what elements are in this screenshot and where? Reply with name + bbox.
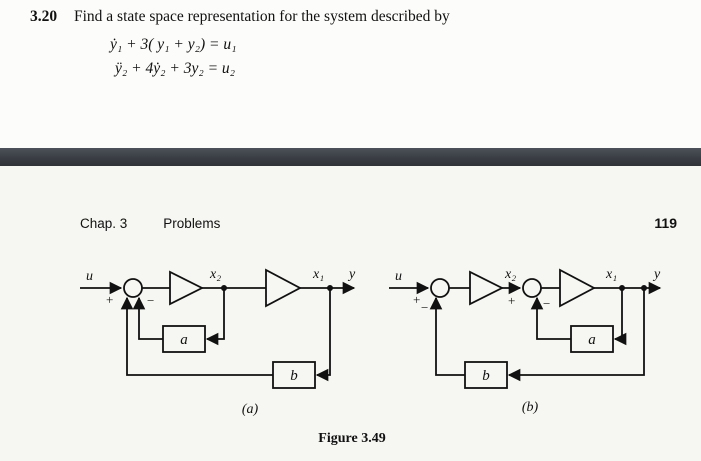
x1-label-a: x₁ — [312, 267, 324, 282]
diagram-a: u + − x₂ x₁ y a b (a) — [80, 267, 356, 417]
x2-label-a: x₂ — [209, 267, 221, 282]
integrator-2-b — [559, 268, 596, 308]
equations: ẏ₁ + 3( y₁ + y₂) = u₁ ÿ₂ + 4ẏ₂ + 3y₂ = u… — [110, 33, 237, 81]
gain-a-label-b: a — [588, 332, 596, 348]
x1-label-b: x₁ — [605, 267, 617, 282]
summing-junction-a — [123, 278, 143, 298]
feedback-a-output-wire-a — [132, 296, 163, 340]
page-body — [0, 166, 701, 461]
gain-b-label-a: b — [290, 368, 298, 384]
feedback-b-output-wire-b — [429, 296, 465, 376]
figure-area: u + − x₂ x₁ y a b (a) u + − x₂ — [0, 250, 701, 460]
gain-a-label-a: a — [180, 332, 188, 348]
equation-2: ÿ₂ + 4ẏ₂ + 3y₂ = u₂ — [115, 60, 236, 77]
section-divider-bar — [0, 148, 701, 166]
problem-row: 3.20 Find a state space representation fo… — [30, 8, 450, 26]
summing-junction-2-b — [522, 278, 542, 298]
sub-caption-b: (b) — [522, 400, 539, 415]
feedback-a-output-wire-b — [530, 296, 571, 340]
problem-section: 3.20 Find a state space representation fo… — [0, 0, 701, 148]
gain-b-label-b: b — [482, 368, 490, 384]
integrator-1-a — [169, 270, 205, 306]
input-u-label-a: u — [86, 269, 93, 284]
section-label: Problems — [163, 216, 221, 231]
integrator-2-a — [265, 268, 302, 308]
integrator-1-b — [469, 270, 505, 306]
page-number: 119 — [654, 215, 677, 231]
minus-sign-1-b: − — [421, 300, 428, 315]
feedback-a-input-wire-a — [205, 288, 225, 346]
plus-sign-2-b: + — [508, 293, 515, 308]
chapter-label: Chap. 3 — [80, 216, 128, 231]
input-u-label-b: u — [395, 269, 402, 284]
output-y-label-a: y — [347, 267, 356, 282]
feedback-b-input-wire-b — [507, 288, 645, 382]
feedback-a-input-wire-b — [613, 288, 627, 346]
minus-sign-2-b: − — [543, 296, 550, 311]
figure-3-49-diagram: u + − x₂ x₁ y a b (a) u + − x₂ — [80, 267, 662, 446]
plus-sign-a: + — [106, 292, 113, 307]
output-y-label-b: y — [652, 267, 661, 282]
minus-sign-a: − — [147, 293, 154, 308]
summing-junction-1-b — [430, 278, 450, 298]
feedback-b-input-wire-a — [315, 288, 331, 382]
problem-number: 3.20 — [30, 8, 58, 25]
page-header: Chap. 3 Problems 119 — [80, 215, 677, 231]
equation-1: ẏ₁ + 3( y₁ + y₂) = u₁ — [110, 36, 237, 53]
problem-statement: Find a state space representation for th… — [74, 8, 450, 25]
x2-label-b: x₂ — [504, 267, 516, 282]
feedback-b-output-wire-a — [120, 296, 273, 376]
sub-caption-a: (a) — [242, 402, 259, 417]
diagram-b: u + − x₂ + − x₁ y a b (b) — [389, 267, 662, 415]
figure-caption: Figure 3.49 — [318, 431, 385, 446]
plus-sign-1-b: + — [413, 292, 420, 307]
